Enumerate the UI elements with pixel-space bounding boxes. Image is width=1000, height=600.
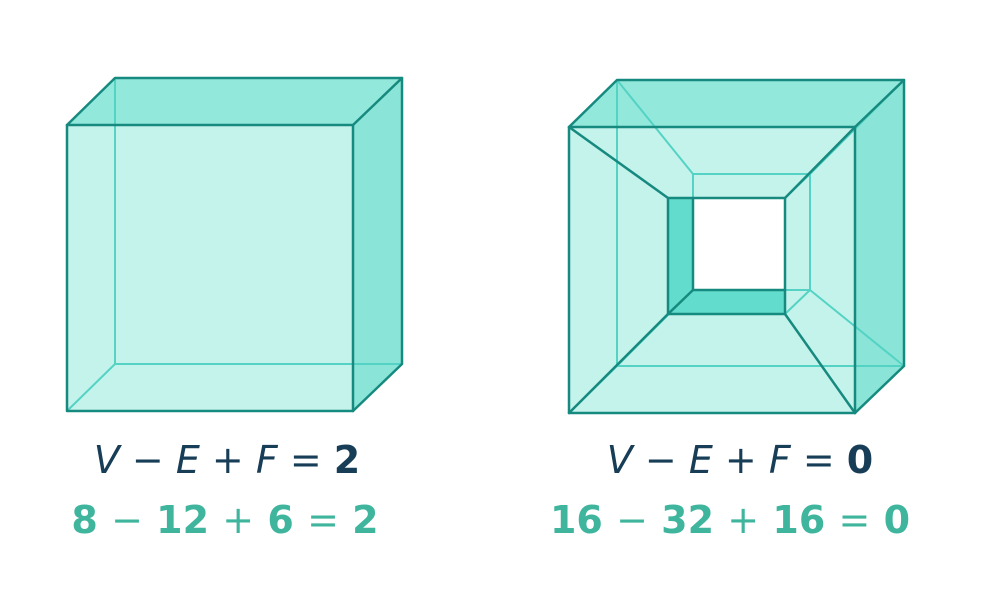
equals-sign: = bbox=[839, 498, 871, 542]
cube-right-face bbox=[353, 78, 402, 411]
equals-sign: = bbox=[307, 498, 339, 542]
vertex-count: 8 bbox=[71, 498, 97, 542]
tunnel-left-wall bbox=[668, 198, 693, 314]
euler-result: 2 bbox=[352, 498, 378, 542]
edge-count: 12 bbox=[156, 498, 209, 542]
cube-visible-edges bbox=[65, 76, 404, 413]
vertices-symbol: V bbox=[94, 438, 123, 482]
face-count: 6 bbox=[267, 498, 293, 542]
tunnel-opening bbox=[693, 198, 785, 290]
plus-sign: + bbox=[212, 438, 244, 482]
minus-sign: − bbox=[132, 438, 164, 482]
torus-top-face bbox=[569, 80, 904, 127]
face-count: 16 bbox=[772, 498, 825, 542]
torus-cube-diagram bbox=[567, 78, 906, 415]
torus-right-face bbox=[855, 80, 904, 413]
minus-sign: − bbox=[616, 498, 648, 542]
edge-count: 32 bbox=[661, 498, 714, 542]
minus-sign: − bbox=[111, 498, 143, 542]
torus-visible-edges bbox=[567, 78, 906, 415]
torus-euler-numbers: 16 − 32 + 16 = 0 bbox=[550, 498, 910, 542]
vertex-count: 16 bbox=[550, 498, 603, 542]
minus-sign: − bbox=[645, 438, 677, 482]
vertices-symbol: V bbox=[607, 438, 636, 482]
plus-sign: + bbox=[725, 438, 757, 482]
cube-euler-numbers: 8 − 12 + 6 = 2 bbox=[71, 498, 378, 542]
edges-symbol: E bbox=[176, 438, 200, 482]
equals-sign: = bbox=[290, 438, 322, 482]
edges-symbol: E bbox=[689, 438, 713, 482]
faces-symbol: F bbox=[256, 438, 279, 482]
plus-sign: + bbox=[222, 498, 254, 542]
faces-symbol: F bbox=[769, 438, 792, 482]
plus-sign: + bbox=[727, 498, 759, 542]
torus-euler-formula: V − E + F = 0 bbox=[607, 438, 873, 482]
equals-sign: = bbox=[803, 438, 835, 482]
cube-top-face bbox=[67, 78, 402, 125]
cube-front-face bbox=[67, 125, 353, 411]
tunnel-bottom-wall bbox=[668, 290, 785, 314]
euler-result: 2 bbox=[334, 438, 360, 482]
cube-diagram bbox=[65, 76, 404, 413]
euler-result: 0 bbox=[847, 438, 873, 482]
cube-euler-formula: V − E + F = 2 bbox=[94, 438, 360, 482]
euler-result: 0 bbox=[884, 498, 910, 542]
